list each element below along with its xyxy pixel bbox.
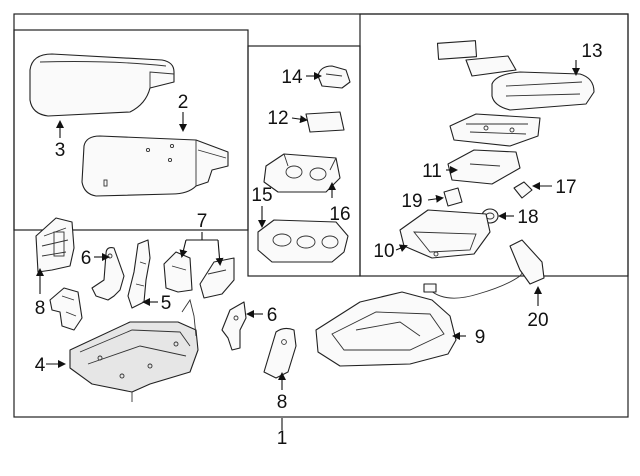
connector — [443, 187, 463, 207]
side-shield-left — [35, 217, 75, 273]
callout-13: 13 — [581, 41, 602, 62]
console-mat — [447, 149, 521, 185]
callout-10: 10 — [373, 241, 394, 262]
callout-5: 5 — [161, 293, 172, 314]
callout-4: 4 — [35, 355, 46, 376]
pad — [305, 111, 345, 133]
seat-back-cover — [29, 53, 175, 117]
seat-cushion — [315, 291, 457, 367]
callout-labels: 1 2 3 4 5 6 6 7 8 8 9 10 11 12 13 14 15 … — [35, 41, 603, 449]
callout-20: 20 — [527, 310, 548, 331]
callout-6-right: 6 — [267, 305, 278, 326]
callout-8-right: 8 — [277, 392, 288, 413]
console-bin — [399, 209, 491, 259]
side-panels — [163, 251, 235, 299]
callout-15: 15 — [251, 185, 272, 206]
seat-cushion-cover — [81, 135, 229, 197]
callout-19: 19 — [401, 191, 422, 212]
callout-8-left: 8 — [35, 298, 46, 319]
callout-14: 14 — [281, 67, 303, 88]
callout-6-left: 6 — [81, 248, 92, 269]
console-group-frame — [359, 13, 629, 277]
cover-plate — [263, 327, 297, 379]
callout-9: 9 — [475, 327, 486, 348]
hinge-plate-right — [221, 301, 247, 351]
console-lid-assembly — [436, 40, 595, 111]
callout-12: 12 — [267, 108, 288, 129]
cup-holder-insert — [263, 153, 341, 193]
leader-lines — [36, 60, 580, 430]
wiring-harness — [423, 239, 545, 299]
storage-tray — [257, 219, 349, 263]
callout-1: 1 — [277, 428, 288, 449]
latch-knob — [317, 65, 351, 89]
callout-18: 18 — [517, 207, 538, 228]
callout-17: 17 — [555, 177, 576, 198]
latch-bracket — [49, 287, 83, 331]
recliner-bracket — [127, 239, 151, 309]
callout-11: 11 — [422, 161, 442, 182]
hinge-plate-left — [91, 247, 125, 301]
callout-7: 7 — [197, 211, 208, 232]
seat-frame — [69, 298, 199, 402]
socket — [513, 181, 533, 199]
callout-16: 16 — [329, 204, 350, 225]
lid-hinge-plate — [449, 113, 541, 147]
callout-3: 3 — [55, 140, 66, 161]
callout-2: 2 — [178, 92, 189, 113]
